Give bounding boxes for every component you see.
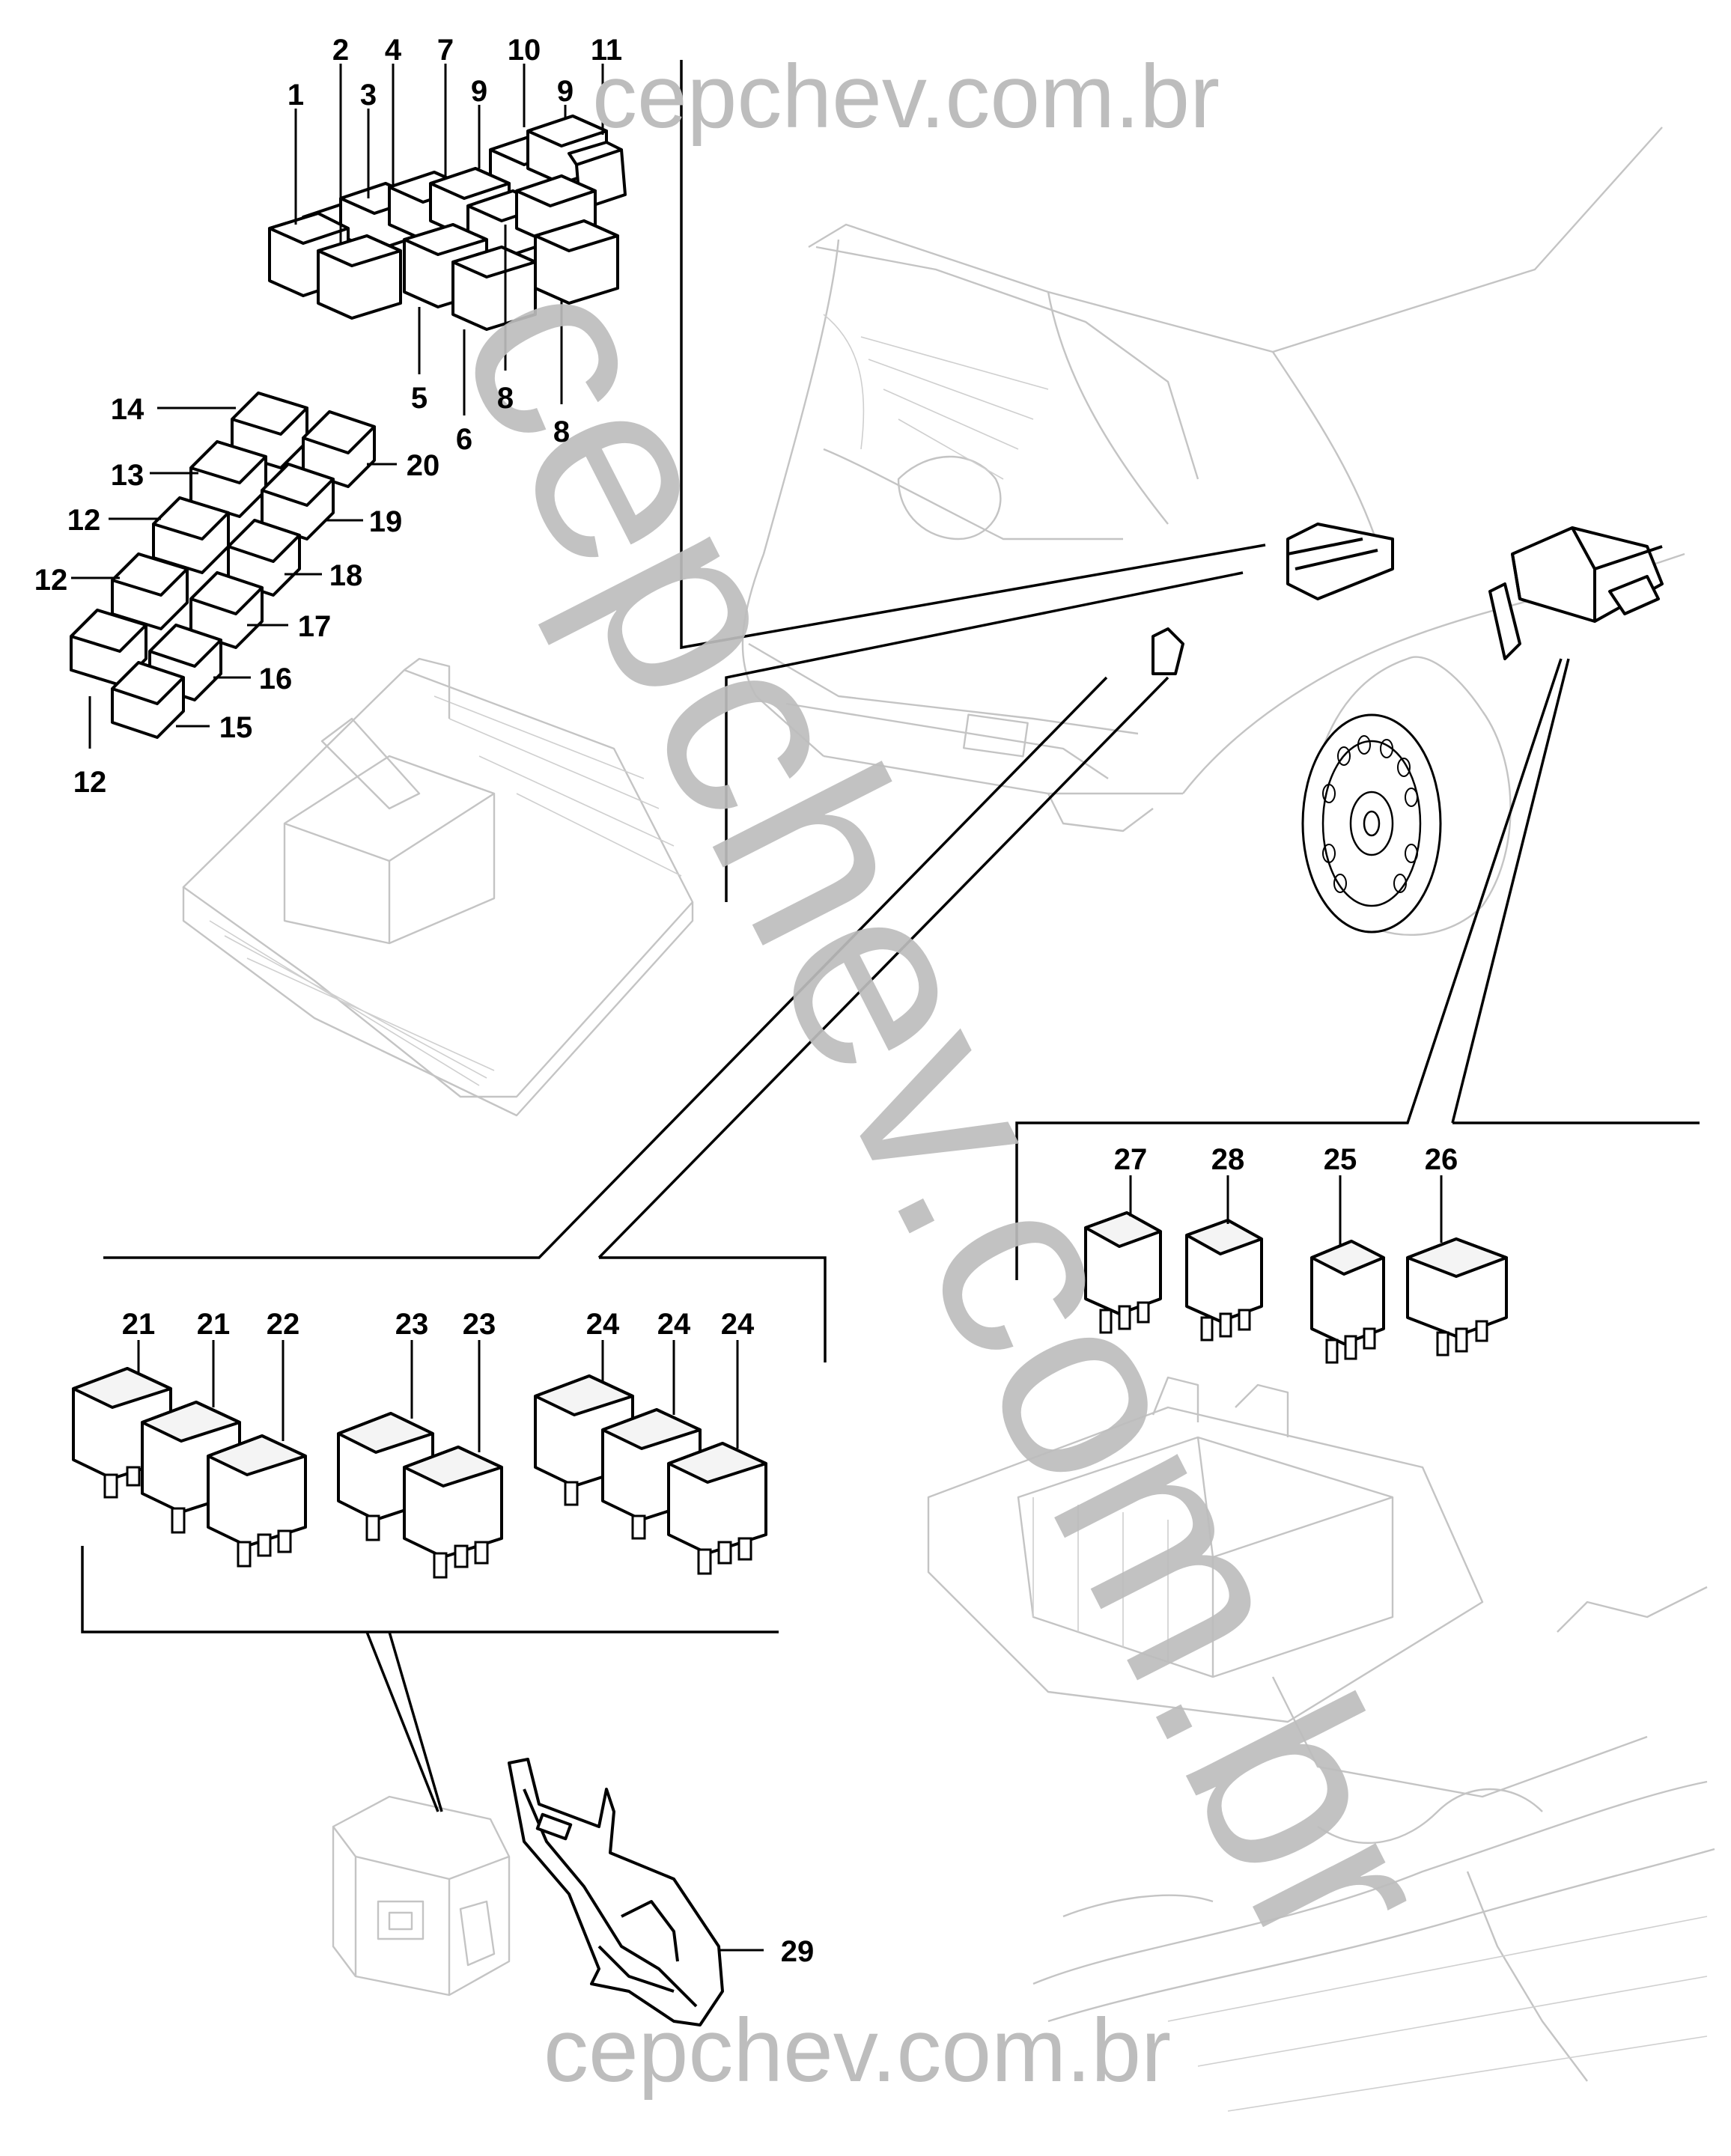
engine-fuse-box-housing [182, 657, 694, 1117]
fuse-box-cover [508, 1758, 724, 2026]
callout-21a: 21 [122, 1308, 156, 1341]
callout-9b: 9 [557, 75, 574, 108]
callout-10: 10 [508, 34, 541, 67]
callout-7: 7 [437, 34, 454, 67]
watermark-top: cepchev.com.br [592, 46, 1220, 147]
callout-12b: 12 [34, 564, 68, 597]
callout-2: 2 [332, 34, 349, 67]
callout-12c: 12 [73, 766, 107, 799]
callout-15: 15 [219, 711, 253, 744]
callout-21b: 21 [197, 1308, 231, 1341]
callout-18: 18 [329, 559, 363, 592]
callout-12a: 12 [67, 504, 101, 537]
callout-25: 25 [1324, 1143, 1357, 1176]
leader-lines [71, 64, 1443, 1952]
callout-6: 6 [456, 423, 472, 456]
view-frames [81, 60, 1700, 1812]
watermarks: cepchev.com.br cepchev.com.br cepchev.co… [402, 46, 1495, 2101]
relay-group-25-28 [1084, 1211, 1508, 1364]
callout-5: 5 [411, 382, 428, 415]
callout-8b: 8 [553, 415, 570, 448]
callout-16: 16 [259, 663, 293, 695]
callout-27: 27 [1114, 1143, 1148, 1176]
callout-11: 11 [591, 34, 622, 67]
callout-17: 17 [298, 610, 332, 643]
callout-29: 29 [781, 1935, 815, 1968]
callout-26: 26 [1425, 1143, 1458, 1176]
callout-22: 22 [267, 1308, 300, 1341]
relay-group-24 [534, 1374, 767, 1575]
relay-group-21-22 [72, 1367, 307, 1568]
callout-24b: 24 [657, 1308, 691, 1341]
callout-23b: 23 [463, 1308, 496, 1341]
callout-9a: 9 [471, 75, 487, 108]
callout-14: 14 [111, 393, 144, 426]
watermark-bottom: cepchev.com.br [544, 2000, 1171, 2101]
callout-24a: 24 [586, 1308, 620, 1341]
callout-13: 13 [111, 459, 144, 492]
vehicle-front-illustration [741, 127, 1685, 937]
callout-23a: 23 [395, 1308, 429, 1341]
engine-fuse-box-on-vehicle [1152, 523, 1394, 675]
callout-3: 3 [360, 79, 377, 112]
relay-stack-left [70, 392, 376, 739]
relay-array-top [268, 115, 627, 331]
callout-8a: 8 [497, 382, 514, 415]
relay-holder-box [332, 1795, 511, 1997]
callout-labels: 1 2 3 4 7 9 10 9 11 5 8 6 8 14 13 12 12 … [34, 34, 1458, 1968]
relay-group-23 [337, 1412, 503, 1579]
interior-fuse-box-on-vehicle [1488, 526, 1664, 660]
callout-20: 20 [407, 449, 440, 482]
interior-fuse-box-housing [927, 1376, 1715, 2112]
callout-19: 19 [369, 505, 403, 538]
watermark-diagonal: cepchev.com.br [402, 230, 1495, 1994]
wheel [1301, 713, 1442, 934]
callout-28: 28 [1211, 1143, 1245, 1176]
callout-1: 1 [288, 79, 304, 112]
callout-24c: 24 [721, 1308, 755, 1341]
callout-4: 4 [385, 34, 402, 67]
